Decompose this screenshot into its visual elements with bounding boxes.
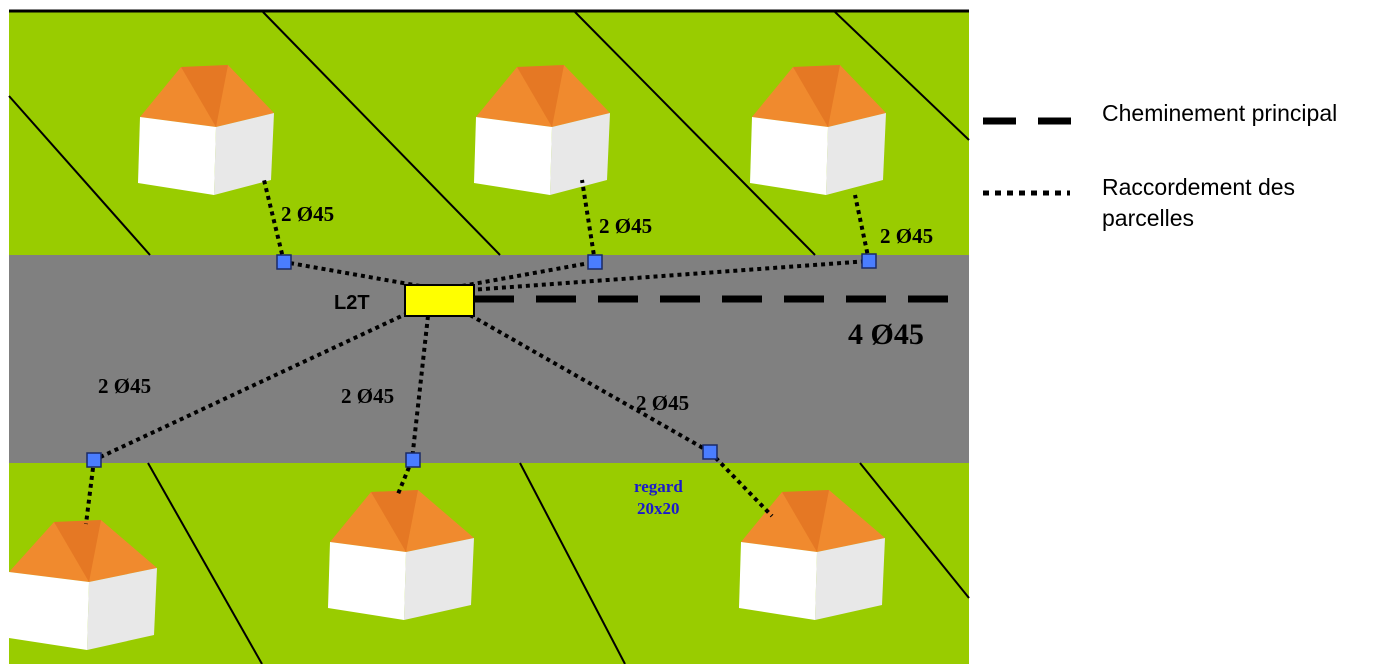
drop-capacity-label: 2 Ø45	[281, 202, 334, 226]
square-chamber-icon	[587, 254, 603, 270]
house-icon	[9, 520, 157, 650]
regard-label-line1: regard	[634, 477, 683, 496]
house-icon	[739, 490, 885, 620]
drop-capacity-label: 2 Ø45	[98, 374, 151, 398]
house-icon	[750, 65, 886, 195]
rectangle-cabinet-icon	[404, 284, 475, 317]
house-icon	[474, 65, 610, 195]
square-chamber-icon	[276, 254, 292, 270]
square-chamber-icon	[861, 253, 877, 269]
legend: Cheminement principal Raccordement des p…	[983, 100, 1337, 231]
l2t-label: L2T	[334, 292, 370, 314]
square-chamber-icon	[405, 452, 421, 468]
parcel-boundaries-bottom	[147, 462, 970, 664]
square-chamber-icon	[86, 452, 102, 468]
chambers	[86, 253, 877, 468]
drop-capacity-label: 2 Ø45	[880, 224, 933, 248]
drop-capacity-label: 2 Ø45	[636, 391, 689, 415]
house-icon	[328, 490, 474, 620]
connection-lines	[84, 179, 871, 525]
square-chamber-icon	[702, 444, 718, 460]
main-capacity-label: 4 Ø45	[848, 318, 924, 351]
legend-main-path-label: Cheminement principal	[1102, 100, 1337, 126]
legend-connection-label-line1: Raccordement des	[1102, 174, 1295, 200]
parcel-boundaries-top	[8, 11, 970, 256]
regard-label-line2: 20x20	[637, 499, 680, 518]
drop-capacity-label: 2 Ø45	[341, 384, 394, 408]
drop-capacity-label: 2 Ø45	[599, 214, 652, 238]
house-icon	[138, 65, 274, 195]
legend-connection-label-line2: parcelles	[1102, 205, 1194, 231]
